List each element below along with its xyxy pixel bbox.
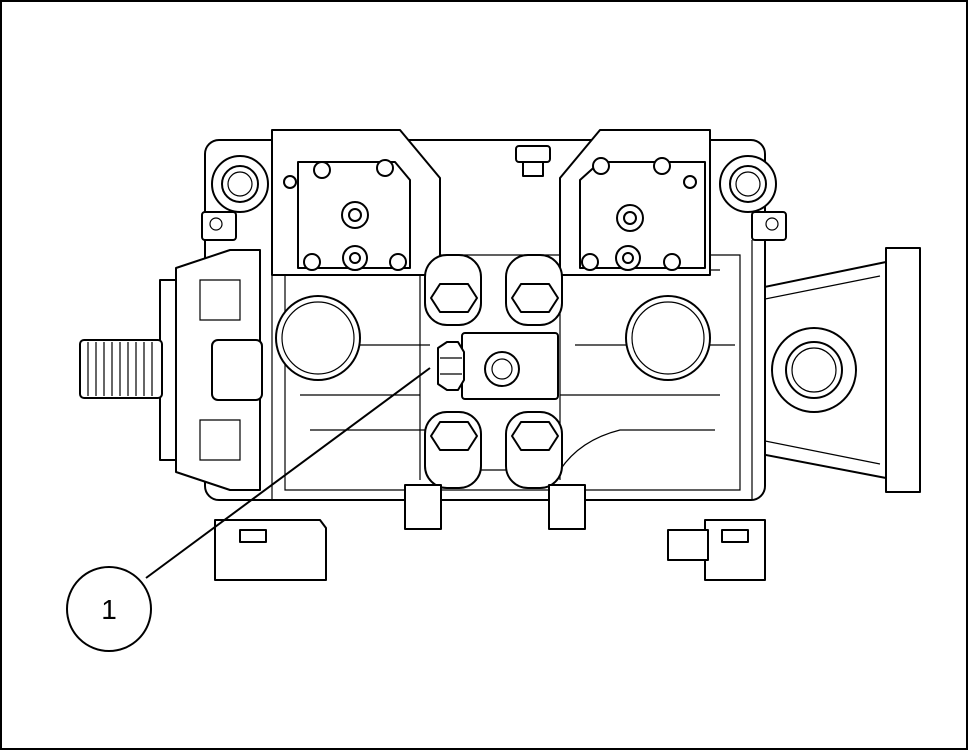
top-center-pin bbox=[515, 145, 551, 177]
left-large-port bbox=[275, 295, 361, 381]
center-port-block bbox=[461, 332, 559, 400]
callout-label: 1 bbox=[101, 594, 117, 625]
callout-1: 1 bbox=[66, 367, 431, 652]
bottom-mount-feet bbox=[214, 484, 766, 581]
hex-plug-bottom-right bbox=[505, 411, 563, 489]
left-bearing-roller bbox=[201, 155, 269, 241]
right-end-housing bbox=[749, 247, 921, 493]
left-end-cover bbox=[159, 249, 263, 491]
hex-plug-top-right bbox=[505, 254, 563, 326]
hex-plug-bottom-left bbox=[424, 411, 482, 489]
right-bearing-roller bbox=[719, 155, 787, 241]
right-control-block bbox=[559, 129, 711, 276]
callout-balloon bbox=[66, 566, 152, 652]
left-control-block bbox=[271, 129, 441, 276]
hex-plug-top-left bbox=[424, 254, 482, 326]
callout-leader-line bbox=[145, 367, 431, 579]
splined-shaft bbox=[79, 339, 163, 399]
right-large-port bbox=[625, 295, 711, 381]
drain-plug bbox=[437, 341, 465, 391]
